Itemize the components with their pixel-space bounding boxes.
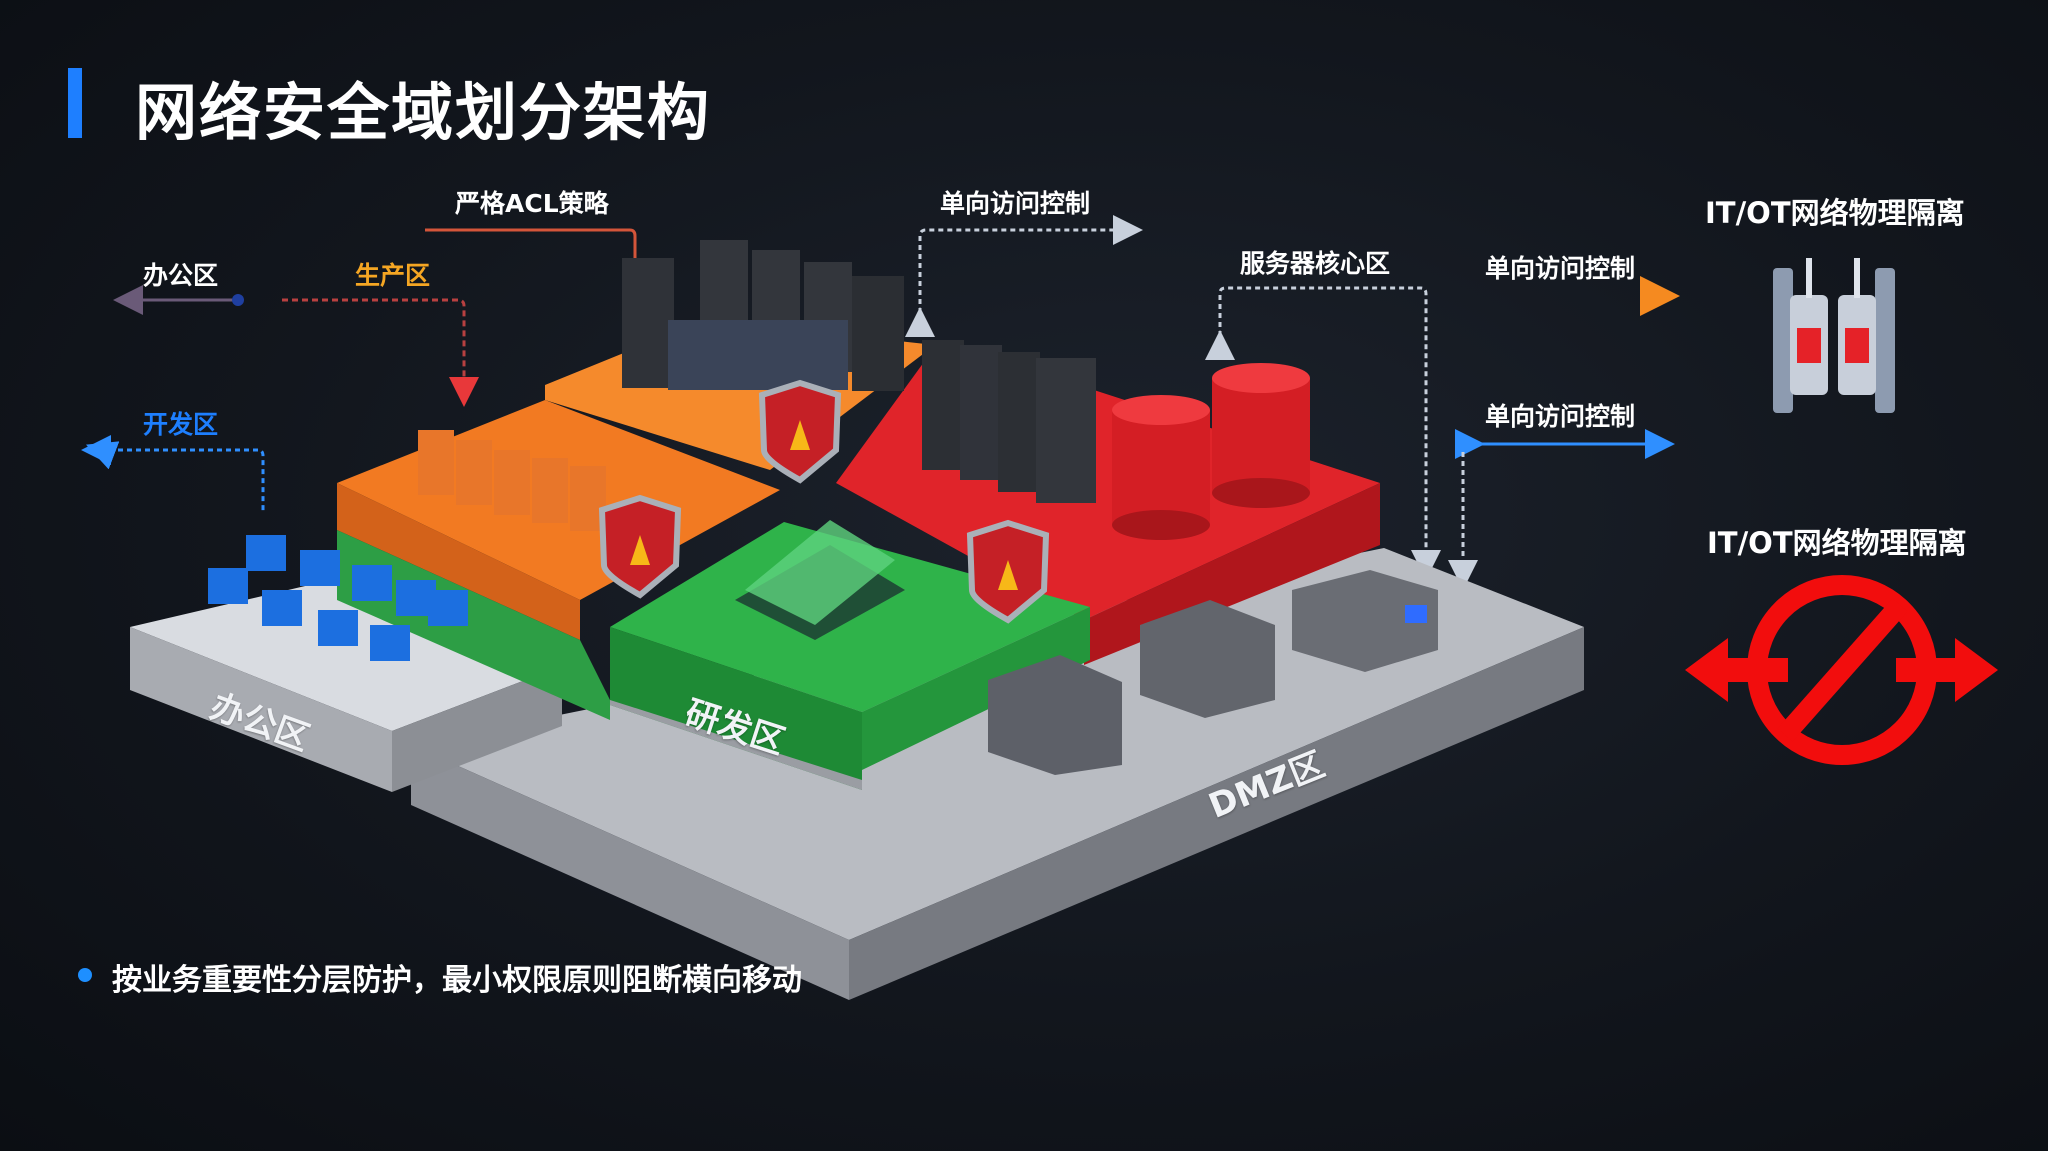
prohibition-icon — [1685, 575, 1998, 765]
firewall-shield-icon — [598, 494, 682, 599]
office-platform — [130, 575, 562, 792]
data-diode-icon — [1773, 258, 1895, 413]
title-accent-bar — [68, 68, 82, 138]
rnd-hardware — [735, 520, 905, 640]
summary-bullet: 按业务重要性分层防护，最小权限原则阻断横向移动 — [112, 963, 802, 998]
isolation-label-1: IT/OT网络物理隔离 — [1705, 196, 1965, 230]
dev-connector — [100, 448, 278, 527]
office-zone-label: 办公区 — [143, 261, 219, 290]
server-racks-production — [622, 240, 904, 391]
oneway-top-connector — [905, 215, 1143, 337]
server-core-label: 服务器核心区 — [1240, 249, 1391, 278]
database-icon — [1112, 363, 1310, 540]
dmz-servers — [988, 570, 1438, 775]
firewall-shield-icon — [966, 519, 1050, 624]
production-zone-label: 生产区 — [355, 261, 431, 290]
oneway-access-label-top: 单向访问控制 — [940, 189, 1091, 218]
production-connector — [282, 298, 479, 407]
oneway-access-label-right1: 单向访问控制 — [1485, 254, 1636, 283]
bullet-icon — [78, 968, 92, 982]
acl-connector — [425, 228, 637, 262]
server-core-connector — [1205, 286, 1441, 580]
isolation-label-2: IT/OT网络物理隔离 — [1707, 526, 1967, 560]
firewall-shield-icon — [758, 379, 842, 484]
office-connector-node — [232, 294, 244, 306]
oneway-access-label-right2: 单向访问控制 — [1485, 402, 1636, 431]
office-workstations — [208, 535, 468, 661]
storage-units-production — [418, 430, 606, 531]
page-title: 网络安全域划分架构 — [135, 76, 712, 149]
acl-policy-label: 严格ACL策略 — [455, 189, 609, 218]
server-racks-core — [922, 340, 1096, 503]
dev-zone-label: 开发区 — [143, 410, 219, 439]
